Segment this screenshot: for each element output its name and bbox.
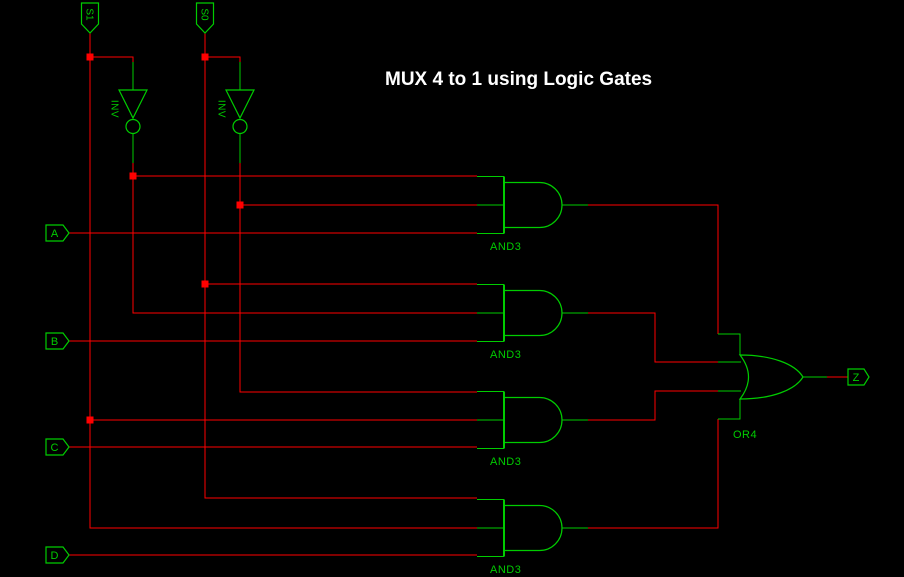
and3-gate-2[interactable]: AND3 [477, 284, 588, 362]
wire-and4-to-or[interactable] [588, 419, 719, 529]
wire-S0n-main[interactable] [239, 163, 477, 393]
or4-gate-label: OR4 [733, 429, 757, 441]
wire-and3-to-or[interactable] [588, 390, 718, 421]
inverter-label: INV [216, 100, 227, 118]
io-pin-B[interactable]: B [45, 332, 70, 350]
wire-and1-to-or[interactable] [588, 204, 719, 334]
or4-gate-body [738, 354, 804, 400]
and3-gate-body [503, 181, 563, 229]
io-pin-text: S0 [199, 8, 210, 21]
io-pin-text: D [51, 550, 59, 562]
io-pin-shape [80, 2, 100, 34]
inverter-bubble [232, 118, 248, 135]
io-pin-shape [45, 224, 70, 242]
or4-gate[interactable]: OR4 [733, 354, 804, 441]
io-pin-shape [195, 2, 215, 34]
and3-gate-3[interactable]: AND3 [477, 391, 588, 469]
wire-S1n-main[interactable] [132, 163, 477, 314]
and3-gate-4[interactable]: AND3 [477, 499, 588, 577]
io-pin-A[interactable]: A [45, 224, 70, 242]
io-pin-shape [45, 438, 70, 456]
io-pin-C[interactable]: C [45, 438, 70, 456]
io-pin-text: S1 [84, 8, 95, 21]
junction-dot [201, 53, 209, 61]
and3-gate-label: AND3 [490, 456, 521, 468]
wire-S0-to-inv2[interactable] [205, 56, 241, 62]
inverter-1[interactable]: INV [109, 89, 148, 135]
inverter-triangle [225, 89, 255, 120]
and3-gate-body [503, 396, 563, 444]
io-pin-text: B [51, 336, 58, 348]
io-pin-D[interactable]: D [45, 546, 70, 564]
and3-gate-label: AND3 [490, 241, 521, 253]
junction-dot [236, 201, 244, 209]
wire-and2-to-or[interactable] [588, 312, 718, 363]
inverter-triangle [118, 89, 148, 120]
io-pin-S1[interactable]: S1 [80, 2, 100, 34]
and3-gate-body [503, 289, 563, 337]
junction-dot [129, 172, 137, 180]
and3-gate-label: AND3 [490, 564, 521, 576]
io-pin-text: C [51, 442, 59, 454]
junction-dot [86, 53, 94, 61]
and3-gate-1[interactable]: AND3 [477, 176, 588, 254]
junction-dot [201, 280, 209, 288]
io-pin-text: A [51, 228, 59, 240]
pin-wire-or-pin4-jog[interactable] [718, 399, 741, 420]
io-pin-shape [847, 368, 870, 386]
wire-S1-to-inv1[interactable] [90, 56, 134, 62]
inverter-bubble [125, 118, 141, 135]
pin-wire-or-pin1-jog[interactable] [718, 333, 741, 355]
io-pin-shape [45, 546, 70, 564]
io-pin-shape [45, 332, 70, 350]
io-pin-text: Z [853, 372, 860, 384]
inverter-label: INV [109, 100, 120, 118]
io-pin-Z[interactable]: Z [847, 368, 870, 386]
schematic-title: MUX 4 to 1 using Logic Gates [385, 69, 652, 90]
and3-gate-label: AND3 [490, 349, 521, 361]
junction-dot [86, 416, 94, 424]
inverter-2[interactable]: INV [216, 89, 255, 135]
io-pin-S0[interactable]: S0 [195, 2, 215, 34]
and3-gate-body [503, 504, 563, 552]
wire-S1-main[interactable] [89, 33, 477, 529]
wire-S0-main[interactable] [204, 33, 477, 499]
